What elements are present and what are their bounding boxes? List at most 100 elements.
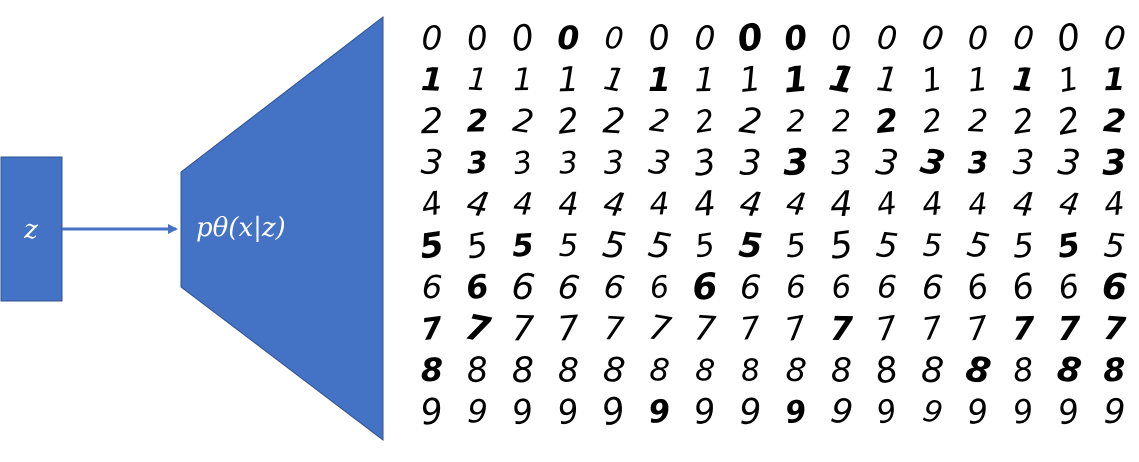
- digit-sample: 7: [603, 309, 626, 348]
- digit-sample: 6: [510, 266, 537, 309]
- digit-sample: 6: [830, 269, 852, 306]
- digit-sample: 0: [694, 18, 716, 57]
- digit-sample: 1: [557, 60, 580, 101]
- digit-sample: 1: [966, 60, 990, 100]
- digit-sample: 0: [465, 18, 490, 59]
- digit-sample: 0: [968, 19, 989, 57]
- digit-sample: 0: [1012, 18, 1036, 58]
- digit-sample: 2: [510, 101, 536, 142]
- digit-sample: 8: [872, 349, 901, 392]
- digit-sample: 4: [1057, 185, 1082, 224]
- digit-sample: 8: [920, 350, 945, 392]
- digit-sample: 6: [648, 270, 670, 307]
- digit-sample: 1: [782, 60, 810, 102]
- digit-sample: 2: [602, 101, 627, 142]
- digit-sample: 7: [462, 308, 494, 352]
- digit-sample: 4: [830, 185, 854, 226]
- digit-sample: 5: [827, 224, 855, 268]
- digit-sample: 6: [964, 266, 992, 308]
- digit-sample: 7: [511, 309, 534, 350]
- digit-sample: 1: [1011, 60, 1037, 100]
- latent-label: z: [23, 215, 38, 245]
- digit-sample: 7: [965, 308, 991, 349]
- digit-sample: 5: [417, 225, 446, 268]
- digit-sample: 1: [694, 60, 716, 99]
- digit-sample: 6: [921, 267, 944, 307]
- digit-sample: 4: [737, 183, 765, 226]
- digit-sample: 7: [874, 308, 901, 349]
- digit-sample: 2: [1054, 100, 1083, 143]
- digit-sample: 6: [1009, 266, 1038, 309]
- digit-sample: 6: [556, 266, 582, 308]
- digit-sample: 9: [418, 391, 445, 434]
- digit-sample: 1: [420, 60, 444, 99]
- digit-sample: 8: [831, 350, 852, 389]
- digit-sample: 8: [694, 353, 716, 390]
- digit-sample: 3: [1056, 143, 1082, 185]
- digit-sample: 8: [421, 351, 444, 389]
- digit-sample: 6: [1101, 266, 1129, 309]
- digit-sample: 9: [965, 391, 990, 432]
- digit-sample: 2: [920, 102, 945, 140]
- digit-sample: 3: [1012, 143, 1034, 183]
- digit-sample: 4: [692, 184, 718, 226]
- digit-sample: 0: [421, 18, 442, 57]
- digit-sample: 7: [1102, 309, 1127, 348]
- digit-sample: 7: [556, 308, 581, 350]
- digit-sample: 0: [509, 17, 537, 60]
- digit-sample: 6: [739, 267, 762, 307]
- digit-sample: 3: [967, 146, 989, 181]
- digit-sample: 5: [737, 225, 764, 267]
- digit-sample: 1: [648, 60, 671, 99]
- digit-sample: 2: [874, 101, 900, 141]
- digit-sample: 3: [739, 144, 761, 184]
- digit-sample: 9: [647, 393, 672, 431]
- digit-sample: 8: [601, 349, 627, 391]
- digit-sample: 7: [693, 308, 718, 349]
- digit-sample: 7: [1012, 309, 1036, 348]
- digit-sample: 1: [738, 59, 764, 101]
- digit-sample: 7: [739, 310, 762, 348]
- digit-sample: 7: [920, 310, 945, 348]
- digit-sample: 8: [558, 350, 579, 389]
- digit-sample: 5: [645, 225, 674, 268]
- digit-sample: 0: [1054, 16, 1083, 60]
- digit-sample: 1: [874, 59, 899, 101]
- digit-sample: 5: [600, 224, 629, 268]
- digit-sample: 3: [1102, 143, 1127, 184]
- digit-sample: 6: [1056, 267, 1082, 308]
- digit-sample: 1: [1103, 62, 1125, 98]
- digit-sample: 5: [784, 226, 808, 266]
- digit-sample: 6: [691, 266, 718, 308]
- digit-sample: 7: [782, 308, 809, 349]
- digit-sample: 3: [691, 142, 719, 185]
- digit-sample: 9: [509, 391, 536, 433]
- digit-sample: 0: [919, 17, 947, 59]
- digit-sample: 3: [783, 142, 809, 183]
- digit-sample: 2: [420, 102, 443, 142]
- digit-sample: 9: [555, 391, 582, 433]
- digit-sample: 9: [828, 391, 855, 434]
- digit-sample: 4: [874, 185, 899, 224]
- digit-sample: 0: [782, 17, 810, 59]
- digit-sample: 0: [603, 21, 624, 57]
- digit-sample: 2: [737, 101, 764, 144]
- digit-sample: 3: [466, 145, 489, 181]
- digit-sample: 5: [511, 227, 535, 264]
- digit-sample: 8: [739, 353, 761, 389]
- digit-sample: 4: [920, 184, 944, 224]
- digit-sample: 1: [467, 61, 489, 98]
- digit-sample: 3: [420, 142, 445, 184]
- digit-sample: 4: [601, 183, 629, 225]
- digit-sample: 4: [418, 184, 445, 225]
- digit-sample: 2: [786, 104, 805, 139]
- digit-sample: 5: [1102, 225, 1127, 266]
- digit-sample: 9: [599, 390, 629, 435]
- digit-sample: 4: [1011, 184, 1036, 225]
- digit-sample: 8: [465, 350, 490, 392]
- digit-sample: 7: [646, 307, 675, 350]
- digit-sample: 5: [922, 228, 943, 265]
- digit-sample: 2: [693, 103, 717, 141]
